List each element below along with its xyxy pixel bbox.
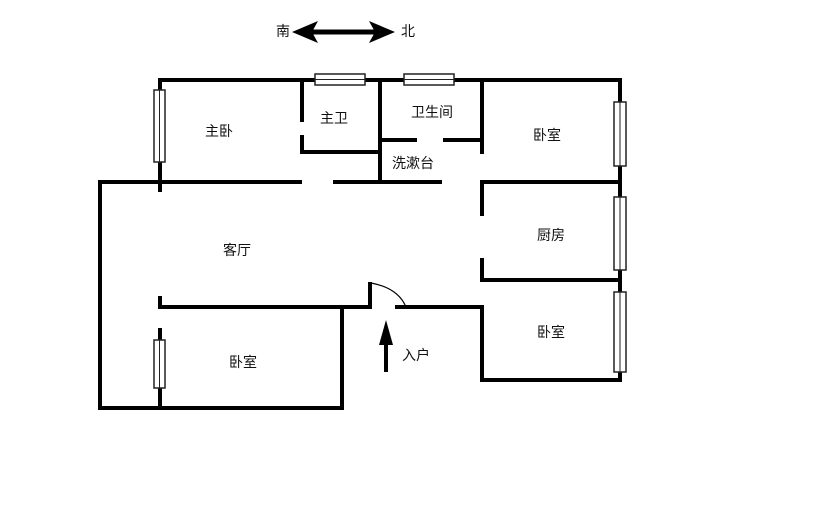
entry-door [370,282,407,308]
compass-south-label: 南 [276,24,290,40]
room-label-bedroom-ne: 卧室 [533,128,561,144]
room-label-master-bath: 主卫 [320,111,348,127]
entry-arrow-icon [379,320,393,372]
double-arrow-icon [292,21,395,43]
windows [153,73,627,389]
room-label-bedroom-sw: 卧室 [229,355,257,371]
room-label-living-room: 客厅 [223,243,251,259]
room-label-bedroom-se: 卧室 [537,325,565,341]
room-label-kitchen: 厨房 [537,228,565,244]
room-label-master-bedroom: 主卧 [205,124,233,140]
room-label-washbasin: 洗漱台 [392,156,434,172]
compass-north-label: 北 [401,24,415,40]
room-label-bathroom: 卫生间 [411,105,453,121]
entrance-label: 入户 [402,348,430,364]
